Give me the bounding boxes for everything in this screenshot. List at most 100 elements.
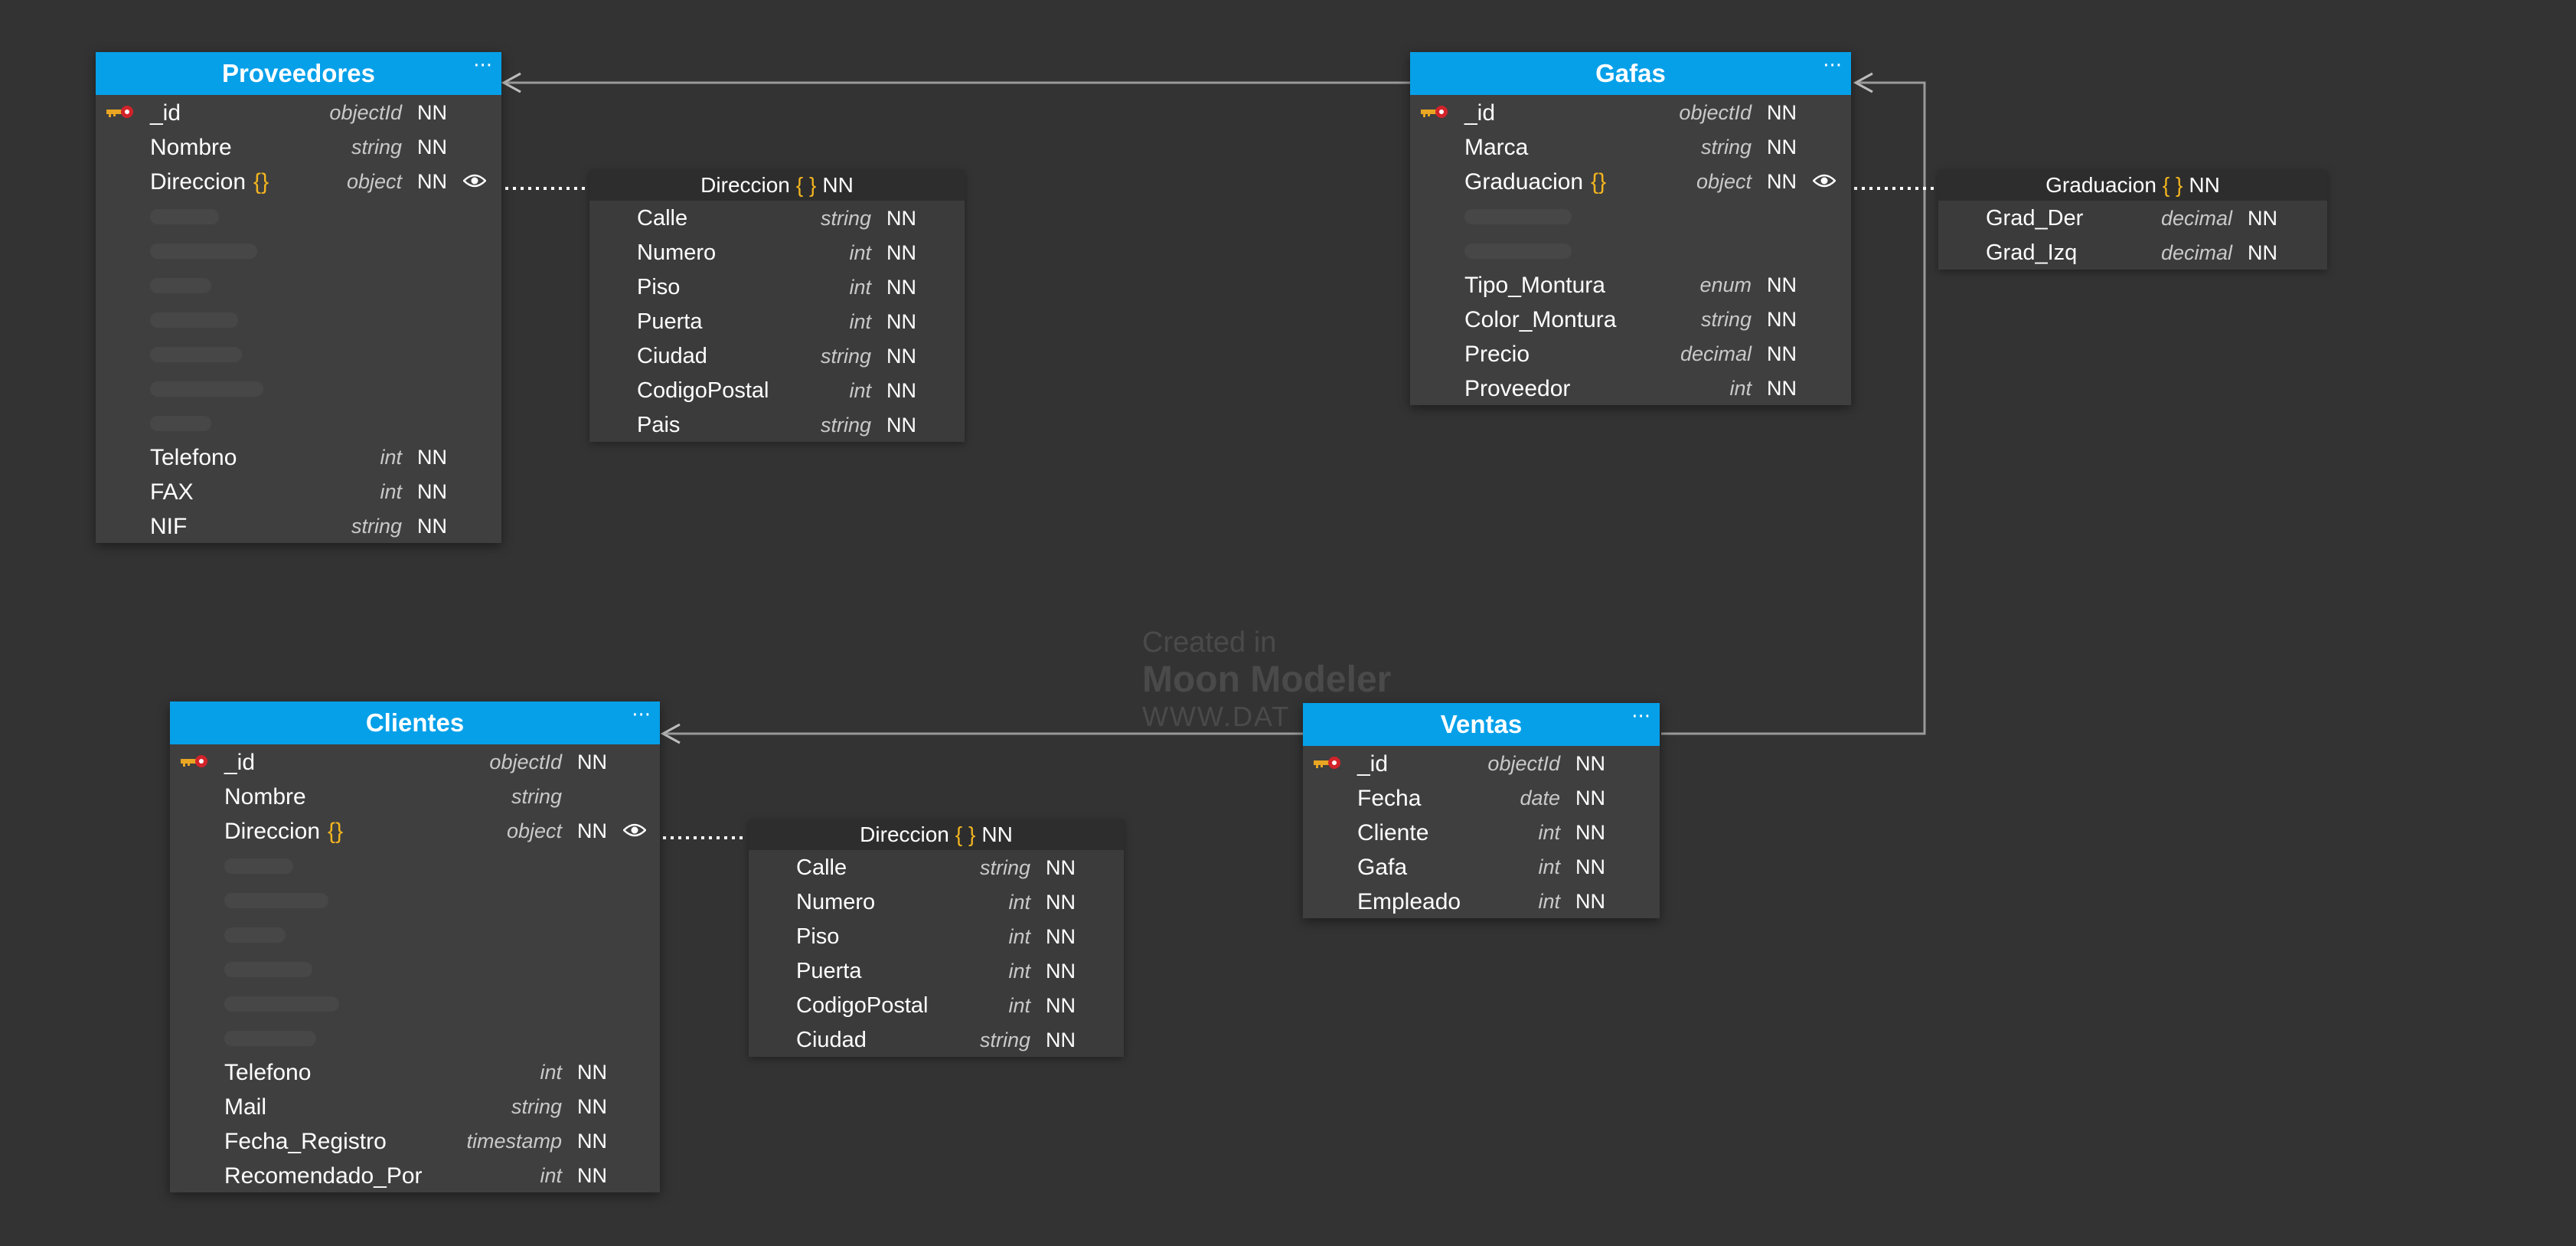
field-not-null: NN xyxy=(1046,891,1076,914)
entity-header[interactable]: Clientes ··· xyxy=(170,701,660,744)
ellipsis-icon[interactable]: ··· xyxy=(632,704,651,727)
field-name: Empleado xyxy=(1357,889,1461,914)
key-icon xyxy=(1314,757,1340,769)
field-type: decimal xyxy=(2160,241,2232,264)
entity-header[interactable]: Ventas ··· xyxy=(1303,703,1660,746)
field-type: timestamp xyxy=(466,1130,562,1153)
field-name: Tipo_Montura xyxy=(1464,273,1605,298)
ellipsis-icon[interactable]: ··· xyxy=(1823,54,1842,77)
placeholder-bar xyxy=(1464,209,1572,224)
field-not-null: NN xyxy=(886,241,916,264)
field-type: int xyxy=(540,1164,562,1187)
entity-title: Proveedores xyxy=(222,59,375,87)
ellipsis-icon[interactable]: ··· xyxy=(1631,705,1650,728)
eye-icon[interactable] xyxy=(623,822,646,838)
field-type: int xyxy=(380,446,402,469)
collapsed-field-placeholder xyxy=(170,951,660,986)
field-row[interactable]: Empleado int NN xyxy=(1303,884,1660,918)
field-not-null: NN xyxy=(417,170,447,193)
field-not-null: NN xyxy=(577,819,607,842)
object-brace: { } xyxy=(2162,173,2183,197)
field-name: Marca xyxy=(1464,135,1529,160)
field-not-null: NN xyxy=(1575,890,1605,913)
field-type: int xyxy=(1538,890,1560,913)
object-header[interactable]: Direccion { } NN xyxy=(749,819,1124,850)
placeholder-bar xyxy=(150,312,238,328)
field-name: _id xyxy=(1357,751,1389,777)
object-header[interactable]: Graduacion { } NN xyxy=(1938,170,2327,201)
field-not-null: NN xyxy=(1575,787,1605,809)
object-title: Graduacion xyxy=(2045,173,2156,197)
field-name: Precio xyxy=(1464,342,1530,367)
arrowhead-proveedores xyxy=(501,72,521,93)
entity-header[interactable]: Proveedores ··· xyxy=(96,52,501,95)
eye-icon[interactable] xyxy=(463,173,486,188)
eye-icon[interactable] xyxy=(1813,173,1836,188)
object-header[interactable]: Direccion { } NN xyxy=(589,170,965,201)
field-name: Numero xyxy=(796,890,876,914)
collapsed-field-placeholder xyxy=(170,882,660,917)
field-not-null: NN xyxy=(886,379,916,402)
field-name: Gafa xyxy=(1357,855,1408,880)
placeholder-bar xyxy=(1464,244,1572,259)
ellipsis-icon[interactable]: ··· xyxy=(473,54,492,77)
collapsed-field-placeholder xyxy=(96,198,501,233)
field-type: int xyxy=(849,379,871,402)
field-type: objectId xyxy=(329,101,402,124)
field-type: string xyxy=(511,785,562,808)
entity-title: Gafas xyxy=(1595,59,1666,87)
field-type: object xyxy=(346,170,402,193)
field-not-null: NN xyxy=(1575,821,1605,844)
entity-header[interactable]: Gafas ··· xyxy=(1410,52,1851,95)
